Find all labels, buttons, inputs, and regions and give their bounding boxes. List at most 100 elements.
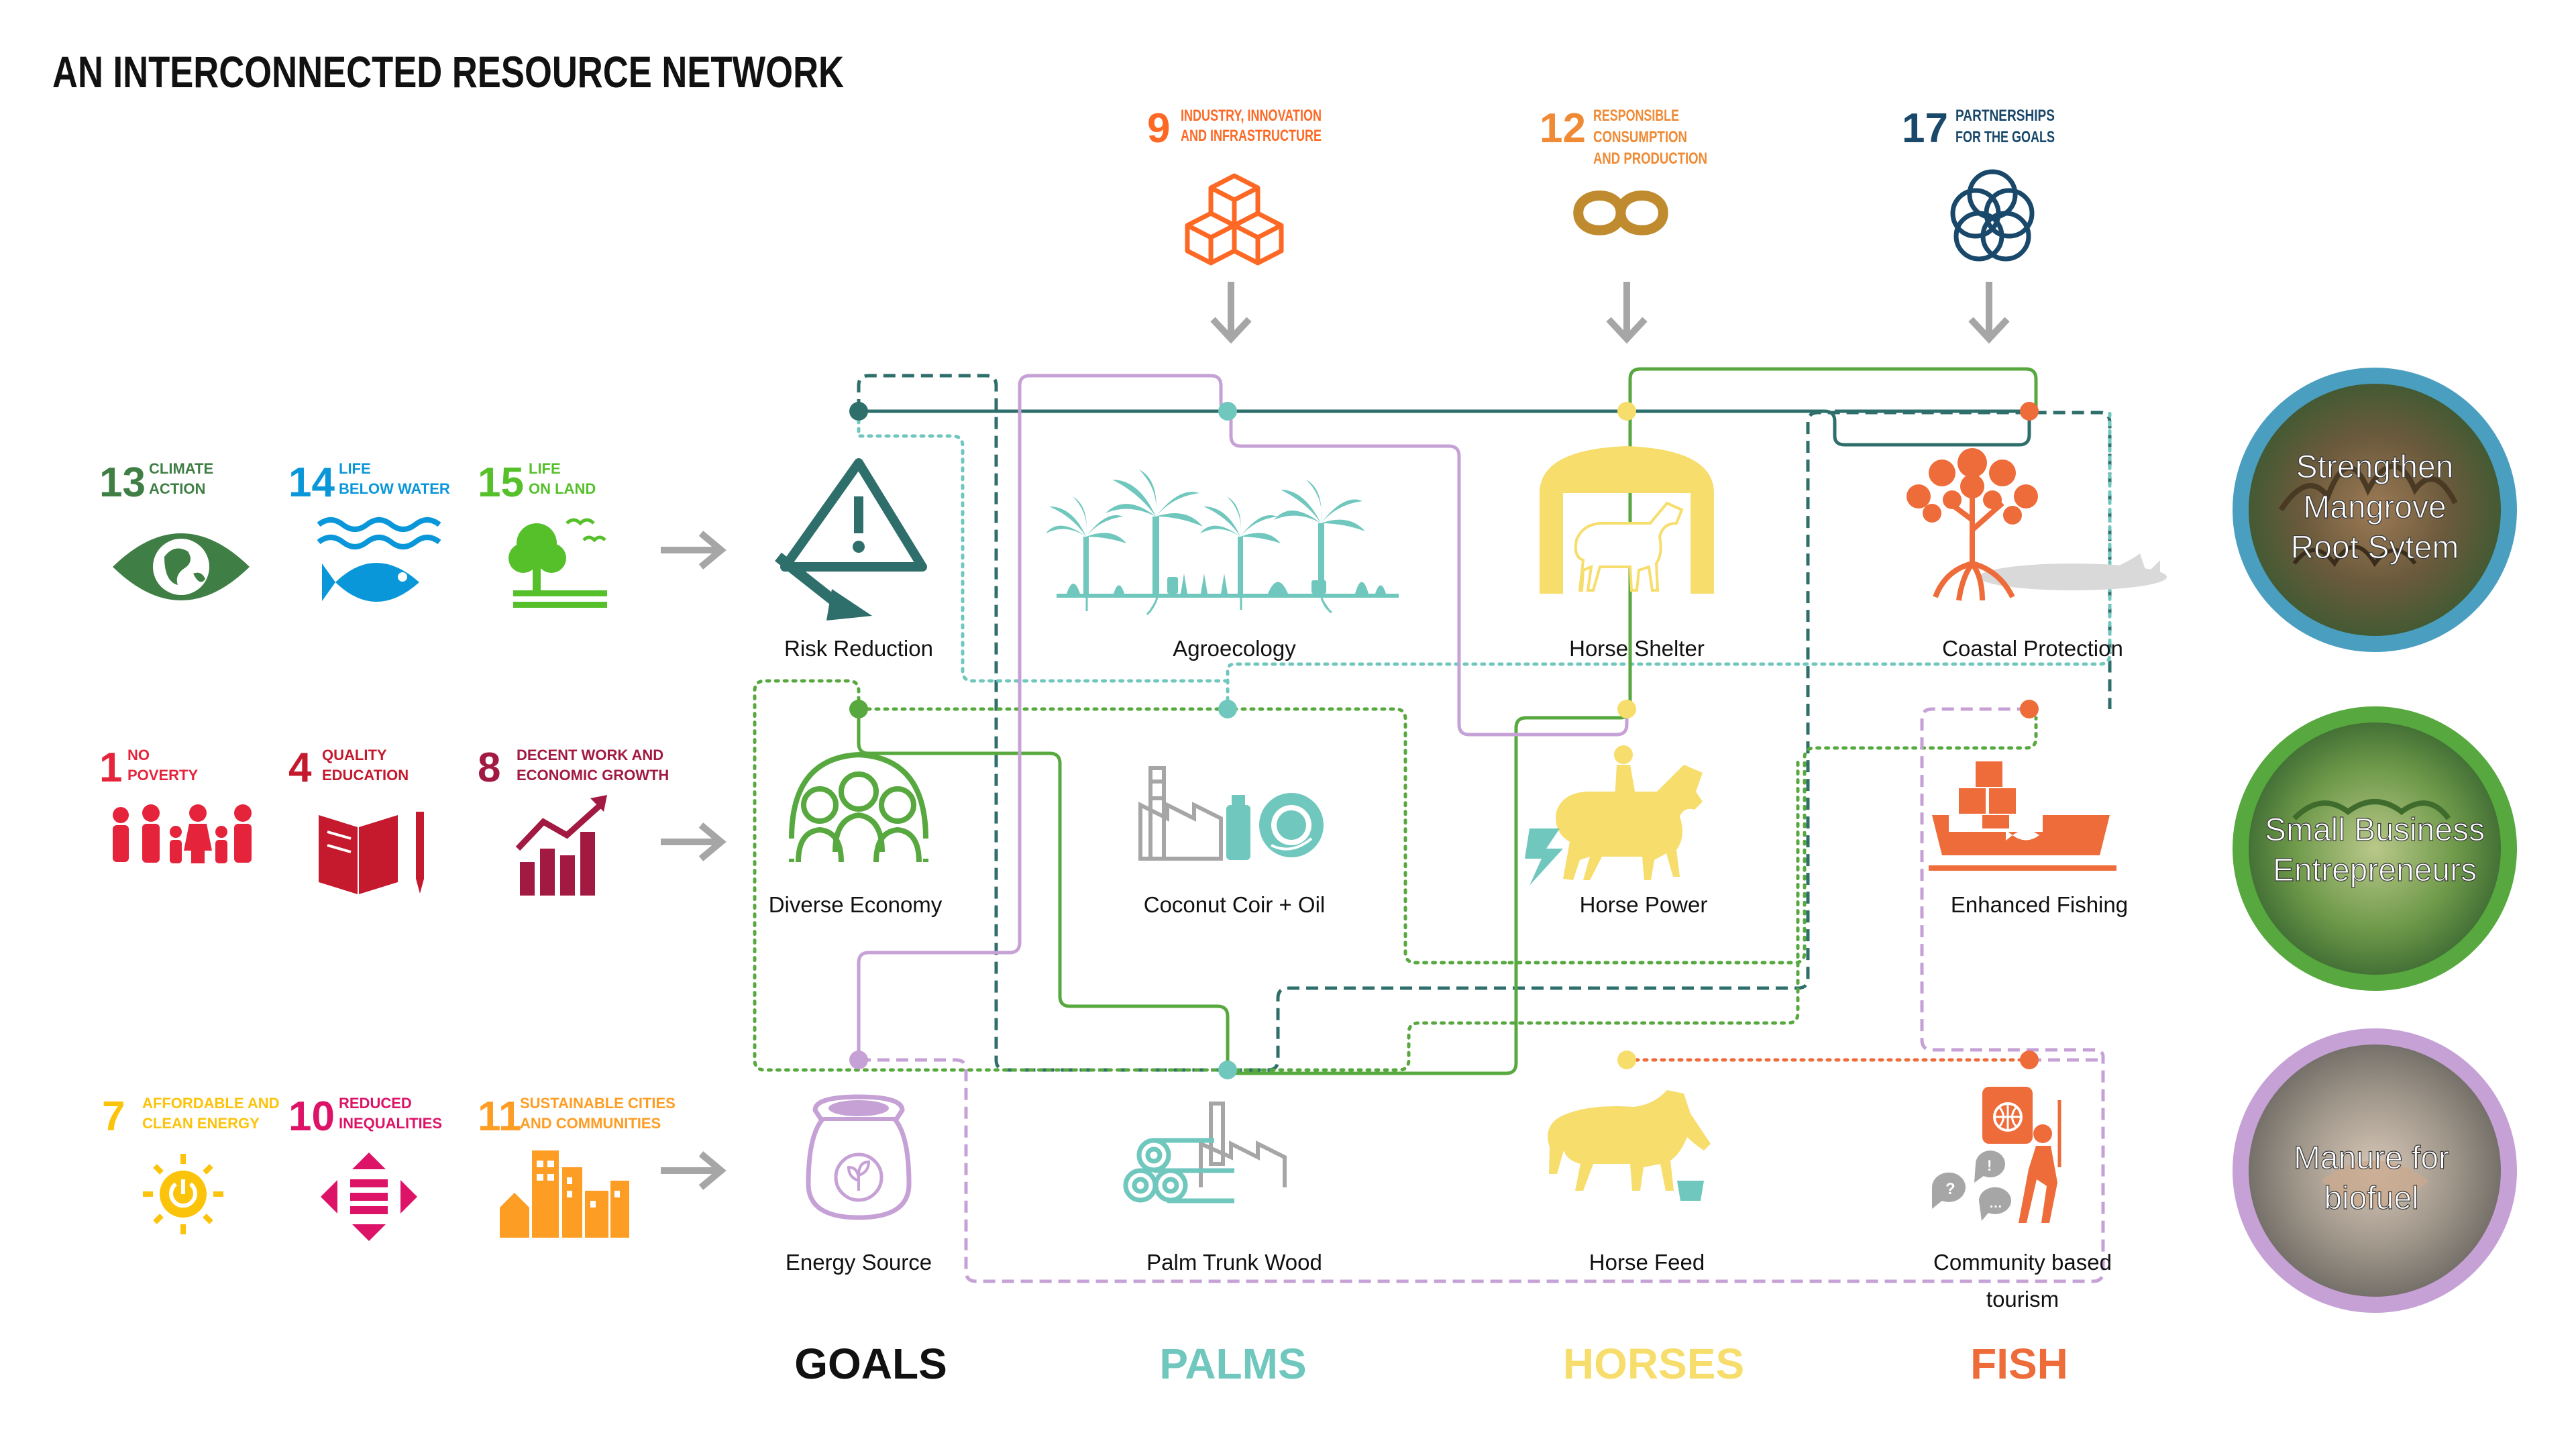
sdg-label: ON LAND: [529, 480, 596, 497]
biofuel-sack-icon: [806, 1094, 912, 1220]
sdg-label: INEQUALITIES: [339, 1115, 442, 1132]
circle-label: Strengthen: [2296, 449, 2454, 485]
earth-eye-icon: [113, 533, 250, 600]
growth-chart-icon: [515, 795, 607, 896]
sdg-number: 10: [288, 1093, 335, 1140]
tourist-backpack-icon: ? ! …: [1931, 1087, 2061, 1223]
sdg-1-block: 1 NO POVERTY: [99, 745, 252, 863]
connector-line: [859, 409, 2031, 447]
sdg-label: LIFE: [339, 460, 371, 477]
circle-label: Small Business: [2265, 812, 2485, 848]
column-header-palms: PALMS: [1159, 1340, 1306, 1388]
sdg-label: AND INFRASTRUCTURE: [1181, 127, 1322, 145]
sdg-label: CONSUMPTION: [1593, 128, 1687, 146]
sdg-label: PARTNERSHIPS: [1955, 107, 2055, 125]
circle-label: Manure for: [2294, 1140, 2449, 1176]
sdg-label: SUSTAINABLE CITIES: [520, 1095, 676, 1112]
connector-line: [1226, 756, 1800, 1072]
sdg-17-block: 17 PARTNERSHIPS FOR THE GOALS: [1902, 105, 2055, 262]
sdg-label: EDUCATION: [322, 767, 409, 784]
horse-shelter-icon: [1540, 446, 1714, 594]
sdg-12-block: 12 RESPONSIBLE CONSUMPTION AND PRODUCTIO…: [1540, 105, 1707, 235]
sdg-label: CLIMATE: [149, 460, 213, 477]
photo-circle-palm-grove: Small Business Entrepreneurs: [2233, 706, 2517, 991]
circle-label: biofuel: [2324, 1181, 2418, 1216]
fish-icon: [322, 563, 419, 602]
sdg-number: 7: [102, 1093, 125, 1140]
logs-factory-icon: [1123, 1102, 1287, 1203]
sdg-number: 15: [478, 460, 524, 506]
connector-line: [857, 374, 2112, 1072]
connector-line: [859, 707, 2105, 1283]
node-label-enhanced-fishing: Enhanced Fishing: [1951, 892, 2128, 917]
connector-line: [857, 707, 1511, 965]
palm-trees-icon: [1046, 470, 1399, 616]
right-arrow-icon: [661, 531, 727, 1190]
coconut-factory-icon: [1138, 766, 1324, 861]
sdg-label: INDUSTRY, INNOVATION: [1181, 107, 1322, 125]
sdg-13-block: 13 CLIMATE ACTION: [99, 460, 250, 600]
node-label-agroecology: Agroecology: [1173, 636, 1296, 661]
node-label-coconut-coir-oil: Coconut Coir + Oil: [1144, 892, 1326, 917]
sdg-label: AND COMMUNITIES: [520, 1115, 661, 1132]
sdg-number: 8: [478, 745, 500, 791]
sdg-9-block: 9 INDUSTRY, INNOVATION AND INFRASTRUCTUR…: [1147, 105, 1322, 266]
page-title: AN INTERCONNECTED RESOURCE NETWORK: [52, 47, 844, 97]
sdg-label: RESPONSIBLE: [1593, 107, 1679, 125]
node-dots: [849, 402, 2039, 1079]
svg-text:?: ?: [1945, 1180, 1955, 1198]
node-label-community-tourism-2: tourism: [1986, 1287, 2059, 1311]
connector-line: [1226, 407, 2112, 711]
infinity-icon: [1573, 191, 1668, 235]
fish-waves-icon: [317, 517, 441, 549]
node-label-energy-source: Energy Source: [786, 1250, 932, 1275]
sdg-10-block: 10 REDUCED INEQUALITIES: [288, 1093, 442, 1241]
fishing-boat-icon: [1929, 761, 2116, 871]
sdg-number: 1: [99, 745, 122, 791]
down-arrow-icon: [1210, 282, 2010, 344]
family-icon: [113, 804, 252, 863]
node-label-palm-trunk-wood: Palm Trunk Wood: [1146, 1250, 1322, 1275]
sdg-label: ECONOMIC GROWTH: [517, 767, 669, 784]
sdg-number: 9: [1147, 105, 1170, 152]
connector-line: [857, 374, 1629, 1060]
sdg-label: AFFORDABLE AND: [142, 1095, 280, 1112]
node-label-diverse-economy: Diverse Economy: [769, 892, 943, 917]
sdg-number: 14: [288, 460, 335, 506]
sdg-number: 17: [1902, 105, 1948, 152]
sdg-8-block: 8 DECENT WORK AND ECONOMIC GROWTH: [478, 745, 669, 896]
connector-line: [1507, 716, 2038, 965]
connector-line: [753, 679, 1220, 1072]
node-label-horse-feed: Horse Feed: [1589, 1250, 1705, 1275]
sdg-label: QUALITY: [322, 747, 387, 763]
city-icon: [500, 1150, 629, 1238]
connector-line: [857, 367, 2038, 1075]
connector-line: [1835, 402, 2031, 413]
circle-label: Mangrove: [2303, 490, 2446, 525]
sdg-number: 4: [288, 745, 312, 791]
svg-text:…: …: [1989, 1196, 2002, 1211]
sdg-11-block: 11 SUSTAINABLE CITIES AND COMMUNITIES: [478, 1093, 676, 1238]
sdg-label: LIFE: [529, 460, 561, 477]
node-label-horse-power: Horse Power: [1580, 892, 1708, 917]
node-label-coastal-protection: Coastal Protection: [1942, 636, 2123, 661]
rings-icon: [1950, 169, 2035, 262]
sdg-number: 13: [99, 460, 146, 506]
sdg-label: BELOW WATER: [339, 480, 450, 497]
photo-circle-mangrove: Strengthen Mangrove Root Sytem: [2233, 368, 2517, 652]
column-header-fish: FISH: [1970, 1340, 2068, 1388]
node-label-community-tourism: Community based: [1933, 1250, 2112, 1275]
sdg-15-block: 15 LIFE ON LAND: [478, 460, 607, 608]
sdg-number: 11: [478, 1093, 522, 1140]
cubes-icon: [1185, 173, 1284, 266]
sdg-number: 12: [1540, 105, 1586, 152]
sdg-label: AND PRODUCTION: [1593, 150, 1707, 168]
community-group-icon: [789, 751, 928, 863]
horse-rider-icon: [1525, 745, 1703, 885]
sdg-label: REDUCED: [339, 1095, 412, 1112]
sdg-label: NO: [127, 747, 150, 763]
circle-label: Root Sytem: [2291, 530, 2459, 566]
warning-icon: [775, 458, 927, 621]
equals-arrows-icon: [321, 1152, 417, 1241]
